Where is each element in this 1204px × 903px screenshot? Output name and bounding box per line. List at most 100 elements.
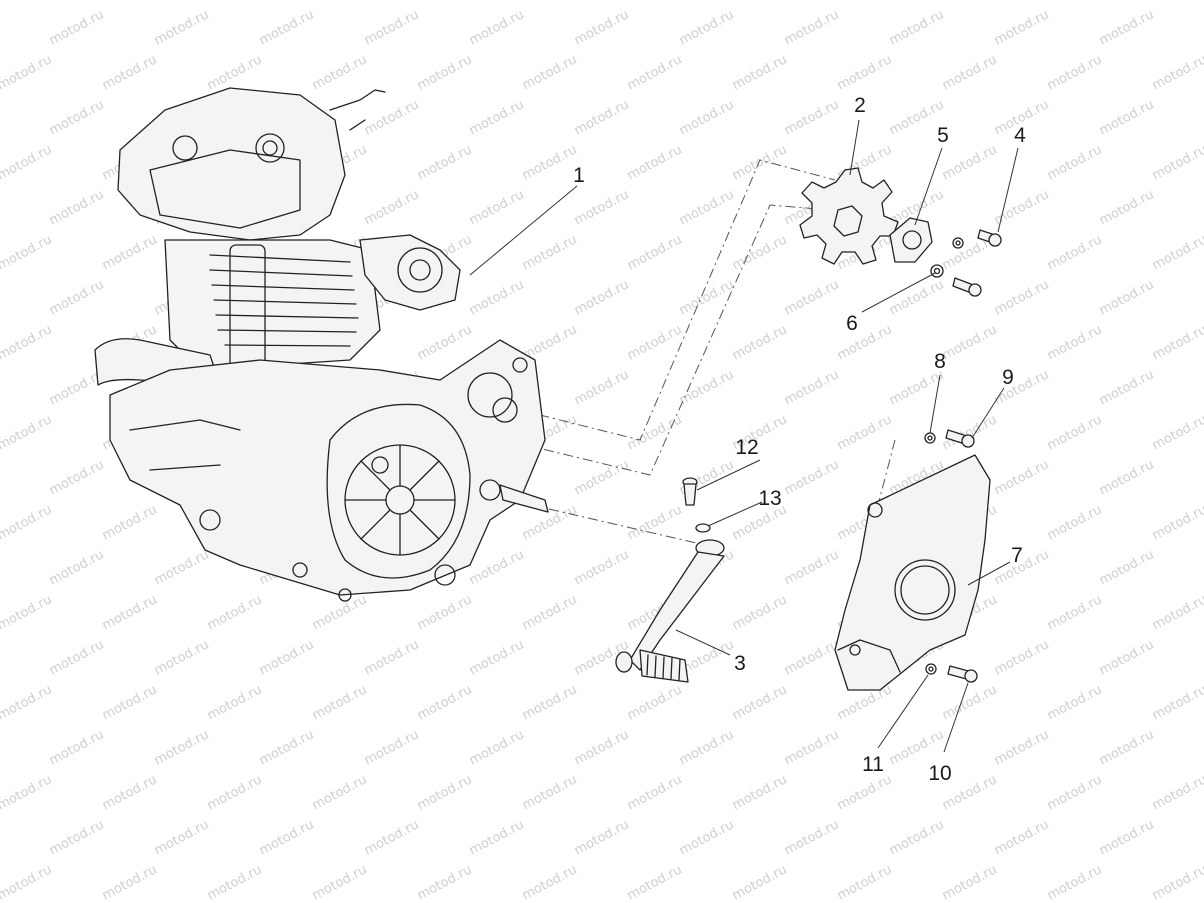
watermark-text: motod.ru [1097, 637, 1157, 678]
watermark-text: motod.ru [47, 277, 107, 318]
watermark-text: motod.ru [0, 52, 55, 93]
watermark-text: motod.ru [1097, 817, 1157, 858]
callout-label-9: 9 [1002, 366, 1014, 389]
callout-label-6: 6 [846, 312, 858, 335]
watermark-text: motod.ru [310, 862, 370, 903]
watermark-text: motod.ru [100, 862, 160, 903]
watermark-text: motod.ru [782, 547, 842, 588]
lock-plate [889, 217, 933, 263]
watermark-text: motod.ru [887, 277, 947, 318]
watermark-text: motod.ru [992, 637, 1052, 678]
watermark-text: motod.ru [100, 0, 160, 4]
watermark-text: motod.ru [520, 52, 580, 93]
watermark-text: motod.ru [47, 547, 107, 588]
watermark-text: motod.ru [47, 727, 107, 768]
watermark-text: motod.ru [1045, 232, 1105, 273]
watermark-text: motod.ru [572, 727, 632, 768]
watermark-text: motod.ru [362, 97, 422, 138]
watermark-text: motod.ru [940, 682, 1000, 723]
watermark-text: motod.ru [992, 727, 1052, 768]
watermark-text: motod.ru [415, 52, 475, 93]
watermark-text: motod.ru [572, 547, 632, 588]
watermark-text: motod.ru [1150, 232, 1204, 273]
watermark-text: motod.ru [0, 232, 55, 273]
watermark-text: motod.ru [677, 727, 737, 768]
watermark-text: motod.ru [677, 367, 737, 408]
watermark-text: motod.ru [467, 277, 527, 318]
watermark-text: motod.ru [310, 772, 370, 813]
watermark-text: motod.ru [310, 52, 370, 93]
watermark-text: motod.ru [1150, 142, 1204, 183]
watermark-text: motod.ru [625, 772, 685, 813]
watermark-text: motod.ru [205, 772, 265, 813]
watermark-text: motod.ru [625, 502, 685, 543]
watermark-text: motod.ru [1150, 0, 1204, 4]
assembly-lines [504, 159, 896, 546]
watermark-text: motod.ru [100, 772, 160, 813]
watermark-text: motod.ru [467, 727, 527, 768]
watermark-text: motod.ru [205, 0, 265, 4]
watermark-text: motod.ru [0, 0, 55, 4]
watermark-text: motod.ru [100, 232, 160, 273]
watermark-text: motod.ru [520, 0, 580, 4]
watermark-text: motod.ru [152, 817, 212, 858]
watermark-text: motod.ru [835, 52, 895, 93]
watermark-text: motod.ru [467, 187, 527, 228]
watermark-text: motod.ru [625, 862, 685, 903]
leader-lines [469, 119, 1019, 753]
watermark-text: motod.ru [677, 277, 737, 318]
watermark-text: motod.ru [782, 7, 842, 48]
watermark-text: motod.ru [467, 637, 527, 678]
watermark-text: motod.ru [0, 547, 2, 588]
watermark-text: motod.ru [0, 277, 2, 318]
watermark-text: motod.ru [782, 817, 842, 858]
watermark-text: motod.ru [1045, 862, 1105, 903]
watermark-text: motod.ru [887, 817, 947, 858]
watermark-text: motod.ru [47, 637, 107, 678]
watermark-text: motod.ru [940, 322, 1000, 363]
watermark-text: motod.ru [782, 367, 842, 408]
watermark-text: motod.ru [205, 862, 265, 903]
watermark-text: motod.ru [1150, 862, 1204, 903]
watermark-text: motod.ru [0, 412, 55, 453]
watermark-text: motod.ru [1045, 0, 1105, 4]
watermark-text: motod.ru [152, 727, 212, 768]
watermark-text: motod.ru [940, 862, 1000, 903]
watermark-text: motod.ru [1045, 142, 1105, 183]
watermark-text: motod.ru [835, 862, 895, 903]
watermark-text: motod.ru [730, 322, 790, 363]
watermark-text: motod.ru [47, 7, 107, 48]
watermark-text: motod.ru [1097, 727, 1157, 768]
watermark-text: motod.ru [415, 862, 475, 903]
watermark-text: motod.ru [572, 187, 632, 228]
watermark-text: motod.ru [520, 682, 580, 723]
watermark-text: motod.ru [1097, 367, 1157, 408]
watermark-text: motod.ru [625, 232, 685, 273]
watermark-text: motod.ru [992, 817, 1052, 858]
watermark-text: motod.ru [1150, 322, 1204, 363]
watermark-text: motod.ru [625, 412, 685, 453]
watermark-text: motod.ru [782, 277, 842, 318]
lever-fasteners [682, 477, 711, 533]
gear-lever [615, 539, 725, 683]
watermark-text: motod.ru [100, 502, 160, 543]
watermark-text: motod.ru [47, 817, 107, 858]
watermark-text: motod.ru [572, 817, 632, 858]
watermark-text: motod.ru [520, 772, 580, 813]
watermark-text: motod.ru [677, 817, 737, 858]
watermark-text: motod.ru [362, 637, 422, 678]
watermark-text: motod.ru [0, 772, 55, 813]
watermark-text: motod.ru [310, 0, 370, 4]
watermark-text: motod.ru [467, 817, 527, 858]
watermark-text: motod.ru [0, 862, 55, 903]
watermark-text: motod.ru [415, 772, 475, 813]
watermark-text: motod.ru [1097, 457, 1157, 498]
sprocket-fasteners [930, 229, 1002, 297]
watermark-text: motod.ru [677, 97, 737, 138]
callout-label-5: 5 [937, 124, 949, 147]
watermark-text: motod.ru [835, 322, 895, 363]
watermark-text: motod.ru [310, 682, 370, 723]
watermark-text: motod.ru [1097, 7, 1157, 48]
callout-label-4: 4 [1014, 124, 1026, 147]
